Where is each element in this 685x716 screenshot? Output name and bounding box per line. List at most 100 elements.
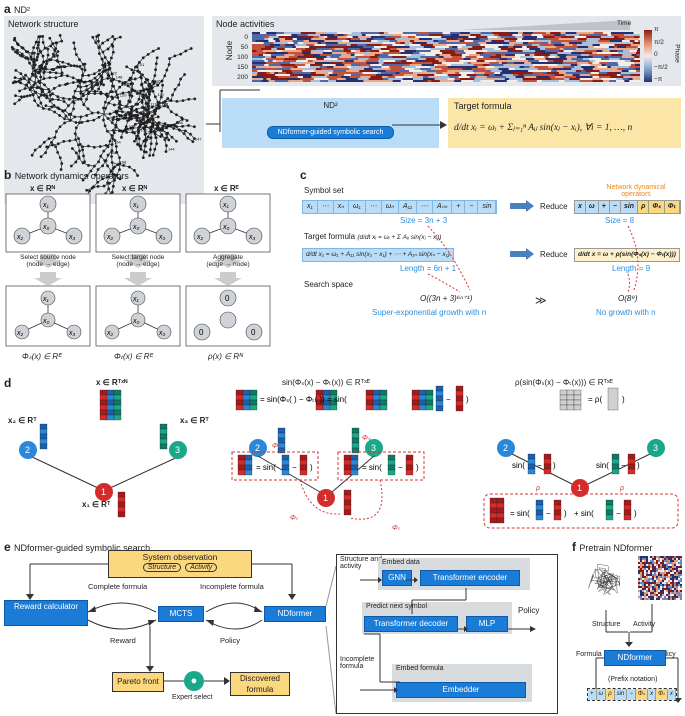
heatmap-cell bbox=[576, 44, 589, 47]
noise-cell bbox=[668, 574, 670, 576]
noise-cell bbox=[638, 580, 640, 582]
network-node bbox=[56, 95, 60, 98]
heatmap-cell bbox=[599, 48, 605, 51]
noise-cell bbox=[668, 558, 670, 560]
network-node bbox=[76, 84, 80, 88]
heatmap-cell bbox=[523, 42, 529, 45]
network-node bbox=[133, 77, 137, 81]
network-node bbox=[154, 62, 158, 66]
noise-cell bbox=[654, 576, 656, 578]
heatmap-cell bbox=[360, 64, 371, 67]
heatmap-cell bbox=[295, 48, 306, 51]
heatmap-cell bbox=[471, 62, 477, 65]
noise-cell bbox=[640, 562, 642, 564]
network-node bbox=[41, 35, 45, 38]
heatmap-cell bbox=[328, 72, 334, 75]
noise-cell bbox=[672, 568, 674, 570]
network-node bbox=[58, 125, 62, 129]
heatmap-cell bbox=[255, 40, 269, 43]
heatmap-cell bbox=[252, 40, 256, 43]
network-node bbox=[122, 117, 126, 120]
noise-cell bbox=[654, 572, 656, 574]
network-node bbox=[146, 116, 149, 119]
heatmap-cell bbox=[347, 32, 353, 35]
noise-cell bbox=[656, 580, 658, 582]
network-node bbox=[36, 70, 40, 74]
network-node bbox=[181, 99, 185, 103]
mid-box-bar bbox=[281, 469, 290, 476]
right-box-bar bbox=[496, 502, 505, 509]
noise-cell bbox=[662, 556, 664, 558]
heatmap-cell bbox=[362, 46, 375, 49]
noise-cell bbox=[672, 556, 674, 558]
heatmap-cell bbox=[264, 64, 270, 67]
noise-cell bbox=[666, 588, 668, 590]
noise-cell bbox=[674, 574, 676, 576]
right-bar bbox=[627, 453, 636, 460]
network-node bbox=[74, 53, 78, 56]
phase-tick: −π bbox=[654, 76, 663, 83]
network-node bbox=[160, 126, 164, 130]
heatmap-cell bbox=[512, 74, 519, 77]
network-node bbox=[124, 125, 128, 129]
heatmap-cell bbox=[371, 40, 379, 43]
heatmap-cell bbox=[531, 34, 543, 37]
heatmap-cell bbox=[512, 34, 523, 37]
heatmap-cell bbox=[633, 72, 640, 75]
heatmap-cell bbox=[513, 46, 523, 49]
heatmap-cell bbox=[276, 32, 285, 35]
noise-cell bbox=[662, 584, 664, 586]
pretrain-edge bbox=[598, 587, 607, 592]
heatmap-cell bbox=[416, 48, 431, 51]
noise-cell bbox=[674, 580, 676, 582]
heatmap-cell bbox=[571, 38, 579, 41]
noise-cell bbox=[668, 588, 670, 590]
heatmap-cell bbox=[500, 54, 506, 57]
network-node bbox=[32, 83, 36, 87]
noise-cell bbox=[678, 570, 680, 572]
noise-cell bbox=[672, 566, 674, 568]
noise-cell bbox=[662, 566, 664, 568]
noise-cell bbox=[660, 562, 662, 564]
network-node bbox=[123, 129, 127, 132]
heatmap-cell bbox=[370, 56, 379, 59]
heatmap-cell bbox=[377, 56, 393, 59]
symbol-left-item: A₁₁ bbox=[399, 201, 418, 213]
network-node bbox=[44, 104, 48, 108]
heatmap-cell bbox=[325, 38, 338, 41]
heatmap-cell bbox=[411, 62, 424, 65]
heatmap-cell bbox=[615, 72, 622, 75]
noise-cell bbox=[646, 586, 648, 588]
network-node bbox=[48, 90, 51, 94]
operator-node-label: x₁ bbox=[222, 202, 230, 209]
heatmap-cell bbox=[283, 60, 297, 63]
network-node bbox=[150, 105, 154, 109]
heatmap-cell bbox=[622, 56, 635, 59]
heatmap-cell bbox=[332, 64, 337, 67]
heatmap-cell bbox=[316, 48, 330, 51]
mid-bar-red bbox=[343, 494, 352, 501]
mid-bar-red bbox=[343, 509, 352, 516]
heatmap-cell bbox=[252, 44, 265, 47]
node-number: 137 bbox=[146, 136, 153, 141]
noise-cell bbox=[658, 560, 660, 562]
network-node bbox=[63, 117, 66, 121]
x3-label: x₃ ∈ Rᵀ bbox=[180, 416, 209, 425]
network-node bbox=[100, 57, 104, 61]
heatmap-cell bbox=[473, 64, 484, 67]
heatmap-cell bbox=[496, 32, 509, 35]
noise-cell bbox=[646, 578, 648, 580]
network-node bbox=[106, 117, 110, 120]
phi-t-label: Φₜ bbox=[392, 525, 401, 532]
heatmap-cell bbox=[490, 44, 504, 47]
heatmap-cell bbox=[334, 68, 350, 71]
network-node bbox=[145, 119, 149, 123]
heatmap-cell bbox=[400, 52, 414, 55]
heatmap-cell bbox=[278, 36, 291, 39]
heatmap-cell bbox=[395, 76, 401, 79]
heatmap-cell bbox=[420, 44, 434, 47]
heatmap-cell bbox=[628, 78, 634, 81]
heatmap-cell bbox=[363, 80, 375, 82]
heatmap-cell bbox=[444, 42, 460, 45]
heatmap-cell bbox=[266, 72, 271, 75]
